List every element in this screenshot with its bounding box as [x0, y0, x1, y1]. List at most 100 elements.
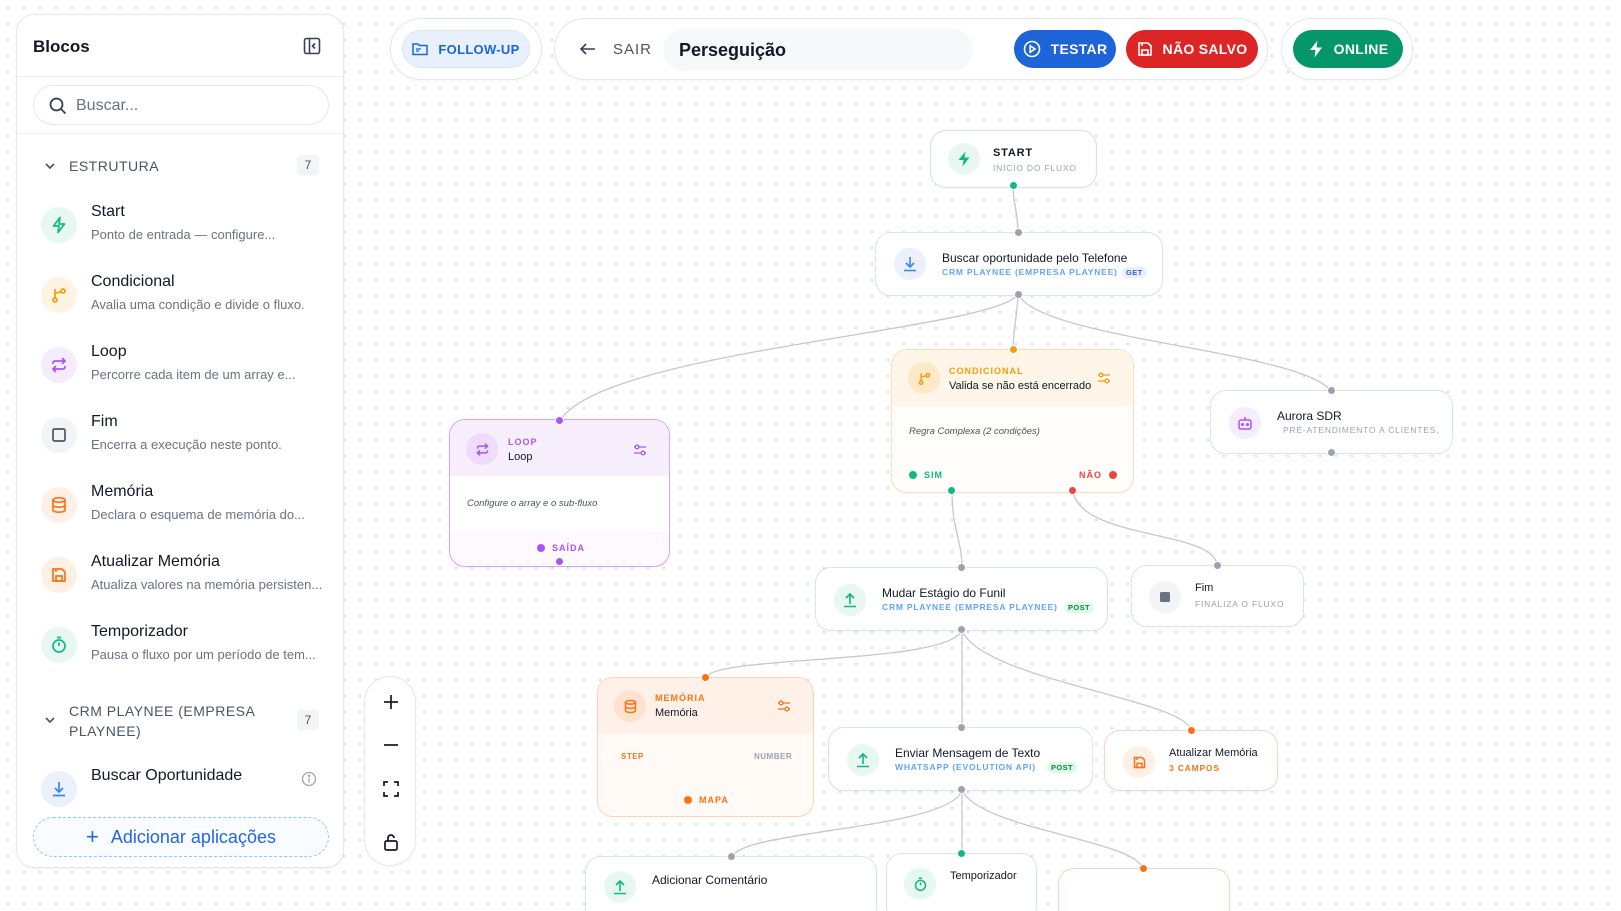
output-handle[interactable]: [555, 557, 564, 566]
online-toggle[interactable]: ONLINE: [1293, 30, 1403, 68]
false-handle[interactable]: [1068, 486, 1077, 495]
node-type-tag: MEMÓRIA: [655, 693, 706, 703]
settings-sliders-icon[interactable]: [633, 444, 647, 456]
block-desc: Declara o esquema de memória do...: [91, 507, 305, 522]
node-type-tag: LOOP: [508, 437, 538, 447]
node-enviar-mensagem[interactable]: Enviar Mensagem de Texto WHATSAPP (EVOLU…: [828, 727, 1093, 791]
follow-up-group: FOLLOW-UP: [390, 18, 542, 80]
upload-icon: [834, 584, 866, 616]
section-header-estrutura[interactable]: ESTRUTURA: [43, 156, 159, 176]
input-handle[interactable]: [1009, 345, 1018, 354]
block-desc: Atualiza valores na memória persisten...: [91, 577, 323, 592]
edge: [705, 629, 963, 679]
node-title: Memória: [655, 707, 698, 719]
output-handle[interactable]: [1009, 181, 1018, 190]
lock-button[interactable]: [378, 829, 404, 855]
settings-sliders-icon[interactable]: [1097, 372, 1111, 384]
node-mudar-estagio[interactable]: Mudar Estágio do Funil CRM PLAYNEE (EMPR…: [815, 567, 1108, 631]
input-handle[interactable]: [957, 563, 966, 572]
block-item-fim[interactable]: Fim Encerra a execução neste ponto.: [41, 413, 331, 469]
download-icon: [41, 771, 77, 807]
output-handle[interactable]: [1327, 448, 1336, 457]
flow-title-input[interactable]: [663, 29, 973, 71]
collapse-sidebar-icon[interactable]: [303, 37, 321, 55]
flow-toolbar: SAIR TESTAR NÃO SALVO: [554, 18, 1268, 80]
block-item-condicional[interactable]: Condicional Avalia uma condição e divide…: [41, 273, 331, 329]
node-title: Loop: [508, 451, 533, 463]
section-label: ESTRUTURA: [69, 158, 160, 174]
online-label: ONLINE: [1333, 41, 1389, 57]
output-handle[interactable]: [1014, 290, 1023, 299]
block-item-memoria[interactable]: Memória Declara o esquema de memória do.…: [41, 483, 331, 539]
output-handle[interactable]: [957, 625, 966, 634]
upload-icon: [847, 744, 879, 776]
node-title: Fim: [1195, 582, 1214, 594]
exit-button[interactable]: SAIR: [571, 30, 655, 68]
input-handle[interactable]: [1187, 726, 1196, 735]
node-partial[interactable]: [1058, 868, 1230, 911]
node-loop[interactable]: LOOP Loop Configure o array e o sub-flux…: [449, 419, 670, 567]
bolt-icon: [41, 207, 77, 243]
search-icon: [49, 97, 67, 115]
zoom-in-button[interactable]: [378, 689, 404, 715]
sidebar-header: Blocos: [17, 15, 343, 77]
true-handle[interactable]: [947, 486, 956, 495]
input-handle[interactable]: [957, 723, 966, 732]
node-memoria[interactable]: MEMÓRIA Memória STEP NUMBER MAPA: [597, 677, 814, 817]
block-desc: Percorre cada item de um array e...: [91, 367, 296, 382]
section-count: 7: [297, 155, 319, 175]
follow-up-label: FOLLOW-UP: [438, 41, 520, 57]
fit-view-icon: [383, 781, 399, 797]
block-item-loop[interactable]: Loop Percorre cada item de um array e...: [41, 343, 331, 399]
node-atualizar-memoria[interactable]: Atualizar Memória 3 CAMPOS: [1104, 730, 1278, 791]
search-input[interactable]: [76, 95, 316, 117]
zoom-out-button[interactable]: [378, 732, 404, 758]
arrow-left-icon: [579, 43, 595, 55]
input-handle[interactable]: [727, 852, 736, 861]
unsaved-button[interactable]: NÃO SALVO: [1126, 30, 1258, 68]
node-buscar-oportunidade[interactable]: Buscar oportunidade pelo Telefone CRM PL…: [875, 232, 1163, 296]
edge: [559, 293, 1019, 422]
chevron-down-icon: [45, 163, 55, 170]
block-item-start[interactable]: Start Ponto de entrada — configure...: [41, 203, 331, 259]
node-adicionar-comentario[interactable]: Adicionar Comentário: [585, 856, 877, 911]
node-title: Adicionar Comentário: [652, 873, 768, 887]
node-condicional[interactable]: CONDICIONAL Valida se não está encerrado…: [891, 349, 1134, 493]
input-handle[interactable]: [957, 849, 966, 858]
plus-icon: [384, 695, 398, 709]
block-item-temporizador[interactable]: Temporizador Pausa o fluxo por um períod…: [41, 623, 331, 679]
node-subtitle: INÍCIO DO FLUXO: [993, 163, 1077, 173]
branch-icon: [41, 277, 77, 313]
sidebar-title: Blocos: [33, 37, 90, 56]
fit-view-button[interactable]: [378, 776, 404, 802]
node-aurora-sdr[interactable]: Aurora SDR PRÉ-ATENDIMENTO A CLIENTES.: [1210, 390, 1453, 454]
status-group: ONLINE: [1281, 18, 1413, 80]
node-subtitle: FINALIZA O FLUXO: [1195, 599, 1285, 609]
input-handle[interactable]: [1327, 386, 1336, 395]
node-note: Configure o array e o sub-fluxo: [467, 498, 598, 509]
test-button[interactable]: TESTAR: [1014, 30, 1116, 68]
info-icon[interactable]: [301, 771, 317, 787]
input-handle[interactable]: [701, 673, 710, 682]
input-handle[interactable]: [1139, 864, 1148, 873]
section-header-crm[interactable]: CRM PLAYNEE (EMPRESA PLAYNEE): [43, 701, 255, 739]
section-count: 7: [297, 710, 319, 730]
add-apps-button[interactable]: + Adicionar aplicações: [33, 817, 329, 857]
node-fim[interactable]: Fim FINALIZA O FLUXO: [1131, 565, 1304, 627]
block-item-buscar-oportunidade[interactable]: Buscar Oportunidade: [41, 767, 331, 823]
node-title: Valida se não está encerrado: [949, 380, 1092, 392]
output-handle[interactable]: [957, 785, 966, 794]
settings-sliders-icon[interactable]: [777, 700, 791, 712]
minus-icon: [384, 744, 398, 746]
edge: [951, 490, 963, 569]
node-temporizador[interactable]: Temporizador: [886, 853, 1037, 911]
block-desc: Encerra a execução neste ponto.: [91, 437, 282, 452]
edge: [1012, 293, 1019, 351]
input-handle[interactable]: [555, 416, 564, 425]
download-icon: [894, 248, 926, 280]
block-item-atualizar-memoria[interactable]: Atualizar Memória Atualiza valores na me…: [41, 553, 331, 609]
node-start[interactable]: START INÍCIO DO FLUXO: [930, 130, 1097, 188]
input-handle[interactable]: [1014, 228, 1023, 237]
input-handle[interactable]: [1213, 561, 1222, 570]
follow-up-button[interactable]: FOLLOW-UP: [402, 30, 530, 68]
